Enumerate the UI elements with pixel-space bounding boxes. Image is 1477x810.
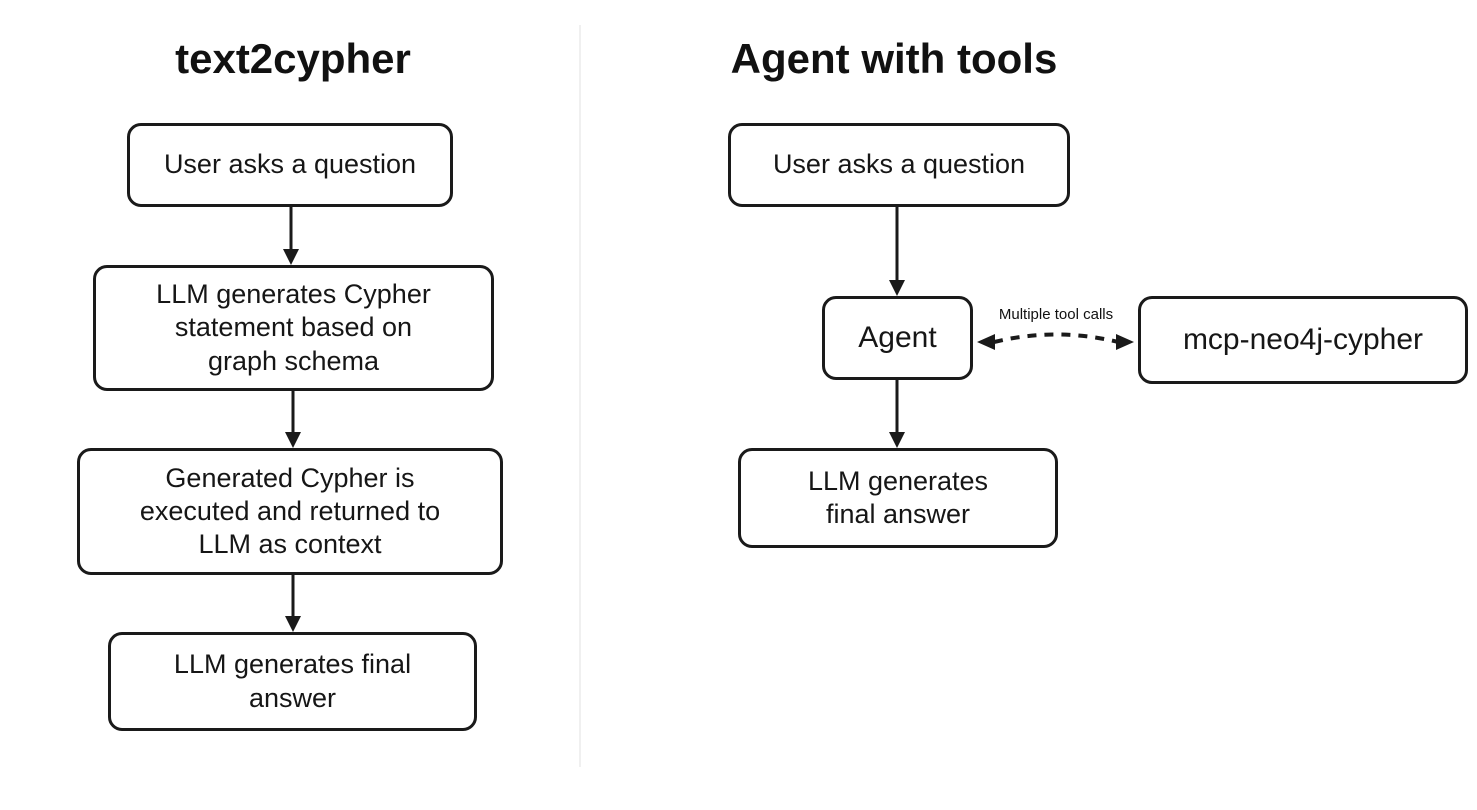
left-diagram-title: text2cypher	[175, 35, 411, 82]
arrow-down-icon	[285, 391, 301, 448]
column-divider	[579, 25, 581, 767]
node-user-asks-question-right: User asks a question	[728, 123, 1070, 207]
node-mcp-neo4j-cypher: mcp-neo4j-cypher	[1138, 296, 1468, 384]
arrow-down-icon	[889, 207, 905, 296]
dashed-double-arrow-icon	[977, 332, 1134, 350]
node-agent: Agent	[822, 296, 973, 380]
node-llm-final-answer-right: LLM generates final answer	[738, 448, 1058, 548]
node-llm-generates-cypher: LLM generates Cypher statement based on …	[93, 265, 494, 391]
arrow-down-icon	[889, 380, 905, 448]
arrow-down-icon	[285, 575, 301, 632]
edge-label-multiple-tool-calls: Multiple tool calls	[998, 306, 1114, 323]
right-diagram-title: Agent with tools	[730, 35, 1058, 82]
node-user-asks-question-left: User asks a question	[127, 123, 453, 207]
node-llm-final-answer-left: LLM generates final answer	[108, 632, 477, 731]
arrow-down-icon	[283, 207, 299, 265]
node-cypher-executed: Generated Cypher is executed and returne…	[77, 448, 503, 575]
